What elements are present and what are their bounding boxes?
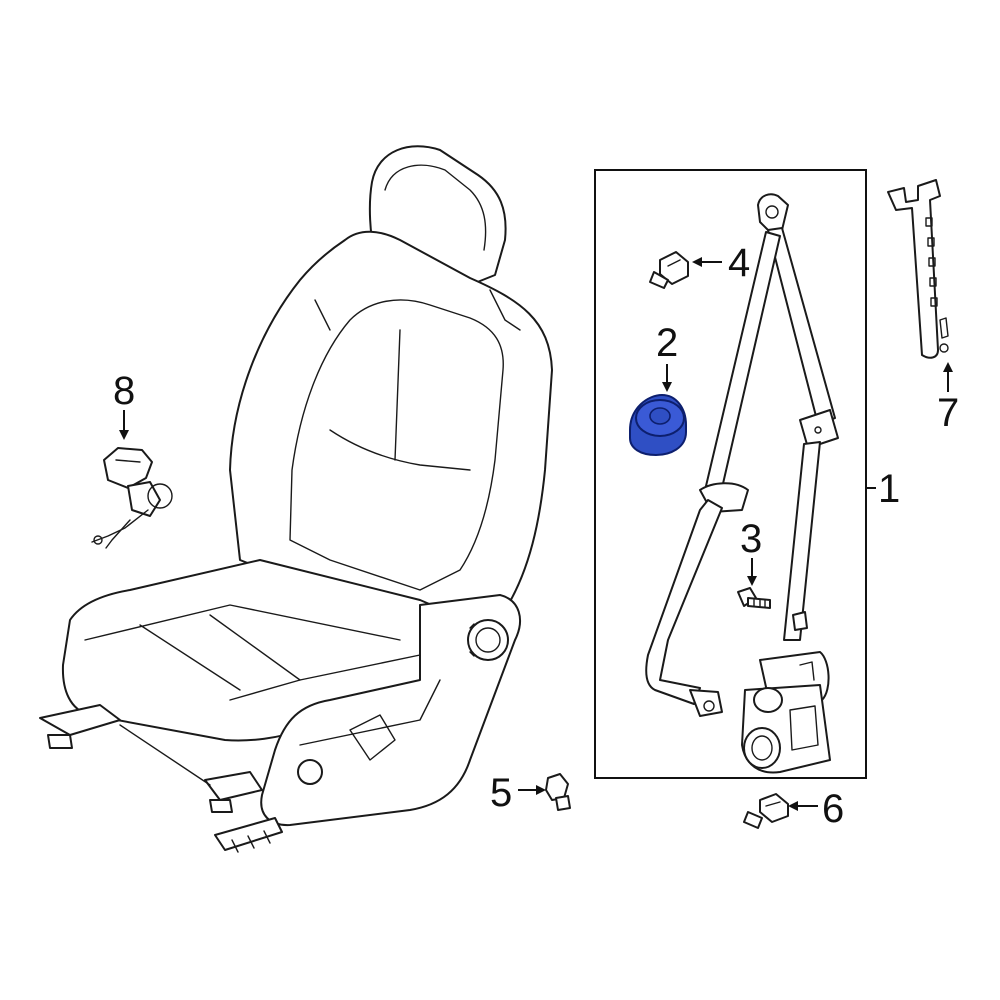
part-5-bolt [545, 773, 571, 811]
part-3-bolt [737, 587, 771, 609]
arrow-4 [692, 257, 722, 267]
callout-7: 7 [937, 391, 959, 435]
arrow-8 [119, 410, 129, 440]
recliner-knob [467, 619, 509, 661]
part-7-height-adjuster [887, 179, 949, 359]
callout-5: 5 [490, 771, 512, 815]
callout-3: 3 [740, 517, 762, 561]
assembly-outline-box [594, 169, 867, 779]
callout-4: 4 [728, 241, 750, 285]
callout-1: 1 [878, 467, 900, 511]
arrow-3 [747, 558, 757, 586]
arrow-5 [518, 785, 546, 795]
callout-2: 2 [656, 321, 678, 365]
seat-illustration [39, 145, 553, 853]
seat-belt-illustration [645, 193, 839, 774]
arrow-7 [943, 362, 953, 392]
arrow-2 [662, 364, 672, 392]
part-2-cover-cap [629, 393, 687, 457]
part-8-buckle [91, 447, 173, 549]
callout-6: 6 [822, 787, 844, 831]
arrow-6 [788, 801, 818, 811]
part-6-bolt [743, 793, 789, 829]
part-4-bolt [649, 251, 689, 289]
callout-8: 8 [113, 369, 135, 413]
